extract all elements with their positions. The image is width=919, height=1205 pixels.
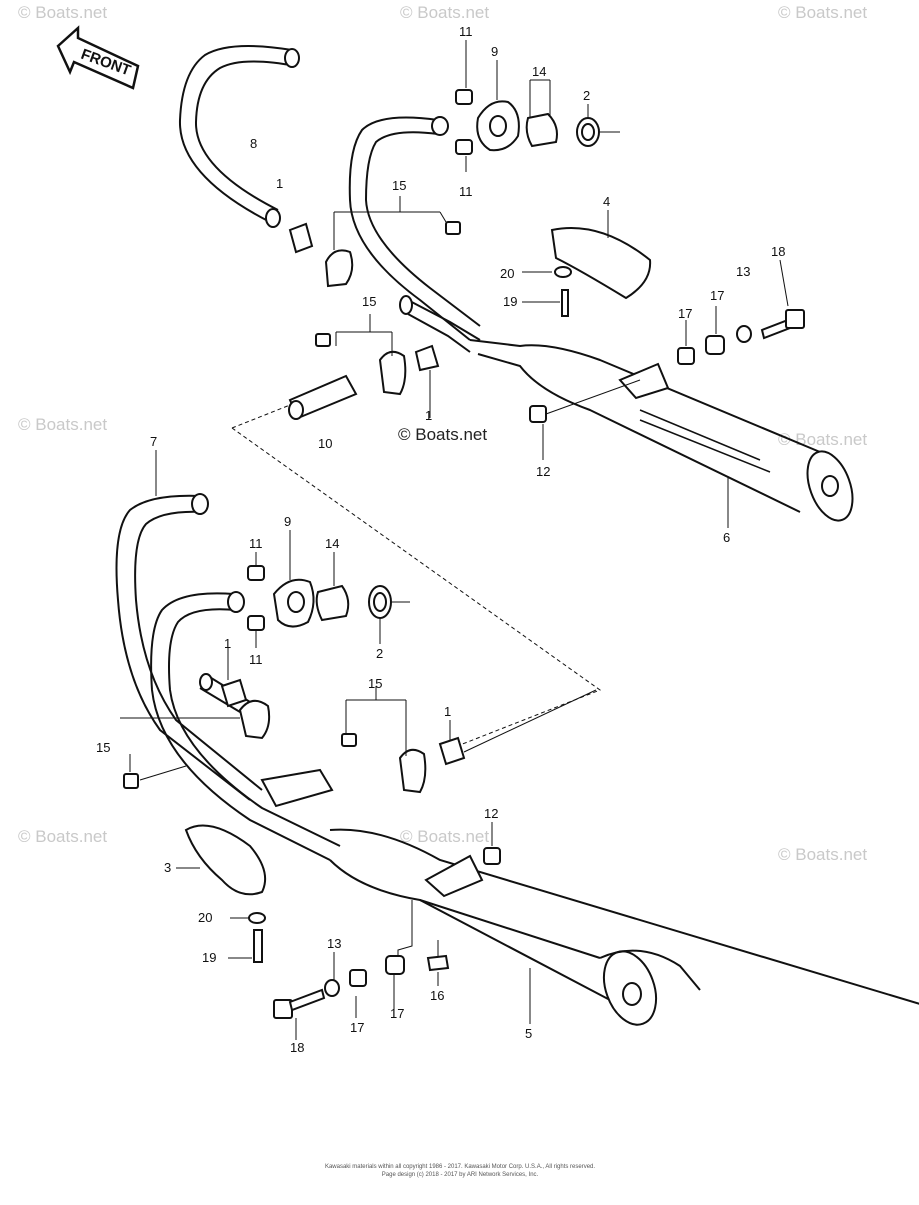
callout-label: 13 [736,264,750,279]
callout-label: 13 [327,936,341,951]
callout-label: 3 [164,860,171,875]
callout-label: 19 [202,950,216,965]
callout-label: 11 [249,652,263,667]
callout-label: 2 [583,88,590,103]
callout-label: 5 [525,1026,532,1041]
callouts-lower: 7 9 11 14 11 2 1 15 1 15 12 3 20 19 13 1… [96,434,532,1055]
watermark-mid-left: © Boats.net [18,415,107,434]
callout-label: 17 [390,1006,404,1021]
callout-label: 2 [376,646,383,661]
front-arrow: FRONT [58,28,138,88]
callout-label: 20 [500,266,514,281]
watermark-low-left: © Boats.net [18,827,107,846]
copyright-line-1: Kawasaki materials within all copyright … [325,1164,595,1170]
callout-label: 14 [532,64,546,79]
callout-label: 6 [723,530,730,545]
callout-label: 7 [150,434,157,449]
lower-exhaust-assembly [117,494,919,1032]
copyright-line-2: Page design (c) 2018 - 2017 by ARI Netwo… [382,1172,539,1178]
callout-label: 1 [425,408,432,423]
callout-label: 1 [444,704,451,719]
callout-label: 9 [491,44,498,59]
callout-label: 15 [368,676,382,691]
callout-label: 16 [430,988,444,1003]
callout-label: 17 [678,306,692,321]
watermark-top-right: © Boats.net [778,3,867,22]
callout-label: 20 [198,910,212,925]
callout-label: 18 [290,1040,304,1055]
copyright-footer: Kawasaki materials within all copyright … [325,1164,595,1178]
callout-label: 15 [392,178,406,193]
callout-label: 12 [536,464,550,479]
callout-label: 17 [350,1020,364,1035]
callout-label: 10 [318,436,332,451]
callout-label: 18 [771,244,785,259]
watermark-low-center: © Boats.net [400,827,489,846]
callout-label: 17 [710,288,724,303]
callout-label: 9 [284,514,291,529]
callout-label: 12 [484,806,498,821]
callout-label: 15 [96,740,110,755]
callout-label: 11 [459,24,473,39]
callout-label: 11 [249,536,263,551]
callout-label: 14 [325,536,339,551]
callout-label: 11 [459,184,473,199]
watermark-low-right: © Boats.net [778,845,867,864]
callout-label: 19 [503,294,517,309]
dashed-connectors [232,405,600,745]
watermark-top-center: © Boats.net [400,3,489,22]
callout-label: 4 [603,194,610,209]
upper-exhaust-assembly [180,46,861,527]
callout-label: 1 [276,176,283,191]
watermark-top-left: © Boats.net [18,3,107,22]
callout-label: 1 [224,636,231,651]
callout-label: 15 [362,294,376,309]
callout-label: 8 [250,136,257,151]
watermark-center: © Boats.net [398,425,487,444]
